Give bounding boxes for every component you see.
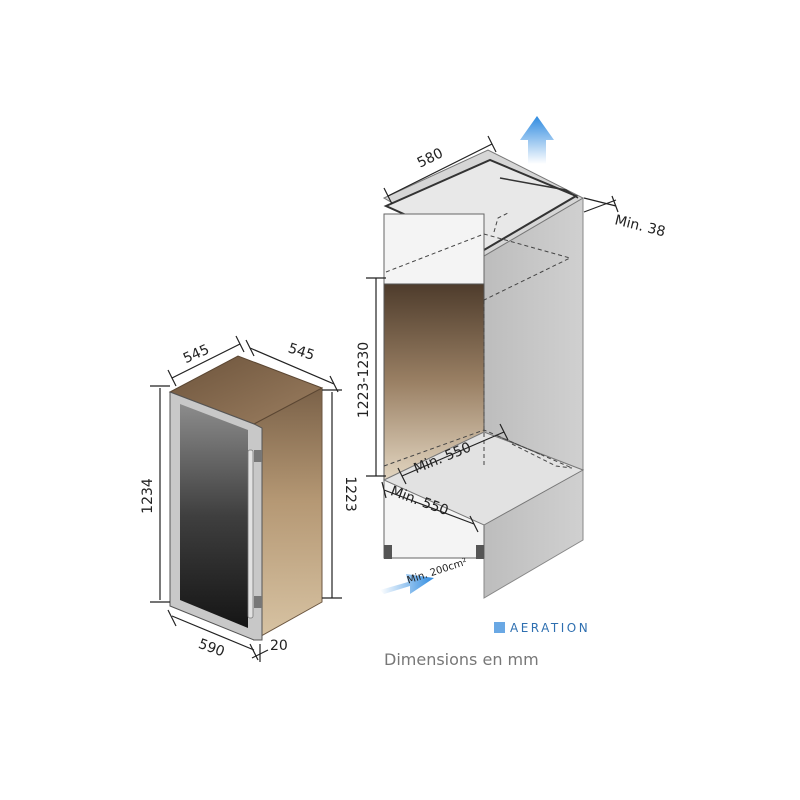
cooler-door-glass [180,404,248,628]
hidden-edges [383,211,573,469]
built-in-niche [382,149,585,599]
airflow-exhaust-arrow [520,116,554,164]
dim-niche-top-width: 580 [415,145,446,171]
dim-cooler-door-height: 1234 [140,478,156,514]
dim-cooler-door-thickness: 20 [270,638,288,654]
top-vent-slot [499,177,579,199]
cooler-hinge-top [254,450,262,462]
dim-cooler-door-width: 590 [196,636,227,660]
diagram-caption: Dimensions en mm [384,650,539,669]
dim-cooler-body-height: 1223 [342,476,358,512]
cooler-side-face [253,387,323,641]
cooler-dimensions [150,335,342,662]
wine-cooler [168,355,324,641]
dim-cooler-top-width: 545 [286,340,316,363]
cooler-hinge-bottom [254,596,262,608]
cabinet-foot-left [384,545,392,559]
niche-floor [382,431,585,526]
dim-niche-height: 1223-1230 [356,342,372,418]
cooler-door-handle [247,449,254,619]
legend-aeration-label: AERATION [510,621,590,635]
dim-vent-opening: Min. 200cm² [406,557,469,587]
cabinet-foot-right [476,545,484,559]
niche-dimensions [366,135,619,533]
dim-cooler-top-depth: 545 [181,342,212,367]
legend-aeration: AERATION [494,621,590,635]
dim-niche-top-clearance: Min. 38 [613,212,667,240]
aeration-swatch [494,622,505,633]
airflow-intake-arrow [380,574,434,594]
